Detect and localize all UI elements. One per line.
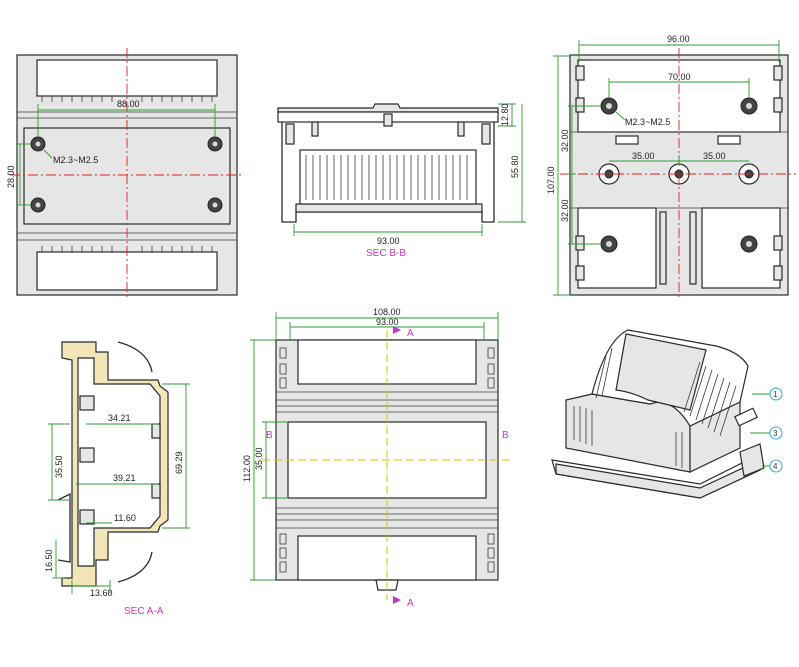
dim-35-front: 35.00 bbox=[254, 447, 264, 470]
isometric-view: 1 3 4 bbox=[551, 329, 783, 499]
callout-1-icon bbox=[769, 387, 783, 401]
dim-108: 108.00 bbox=[373, 307, 401, 317]
front-view: 108.00 93.00 112.00 35.00 A A B B bbox=[242, 307, 512, 609]
dim-55-80: 55.80 bbox=[510, 155, 520, 178]
marker-a-bottom: A bbox=[407, 598, 414, 609]
marker-b-left: B bbox=[266, 430, 273, 441]
dim-32-upper: 32.00 bbox=[560, 129, 570, 152]
dim-35-left: 35.00 bbox=[632, 151, 655, 161]
dim-107: 107.00 bbox=[546, 166, 556, 194]
dim-69-29: 69.29 bbox=[174, 451, 184, 474]
dim-32-lower: 32.00 bbox=[560, 199, 570, 222]
dim-39-21: 39.21 bbox=[113, 473, 136, 483]
section-bb-caption: SEC B-B bbox=[366, 248, 406, 259]
callout-3-icon bbox=[769, 426, 783, 440]
callout-4: 4 bbox=[773, 462, 778, 471]
dim-93-bb: 93.00 bbox=[377, 236, 400, 246]
dim-13-60: 13.60 bbox=[90, 588, 113, 598]
dim-35-50: 35.50 bbox=[54, 455, 64, 478]
dim-88: 88.00 bbox=[117, 99, 140, 109]
dim-16-50: 16.50 bbox=[44, 549, 54, 572]
dim-34-21: 34.21 bbox=[108, 413, 131, 423]
dim-112: 112.00 bbox=[242, 455, 252, 482]
marker-b-right: B bbox=[502, 430, 509, 441]
dim-12-80: 12.80 bbox=[500, 103, 510, 126]
top-left-view: 88.00 28.00 M2.3~M2.5 bbox=[6, 48, 244, 300]
callout-4-icon bbox=[769, 459, 783, 473]
section-aa-caption: SEC A-A bbox=[124, 606, 164, 617]
section-aa-view: 34.21 39.21 11.60 35.50 69.29 16.50 13.6… bbox=[44, 341, 190, 617]
callout-1: 1 bbox=[773, 390, 778, 399]
section-arrow-icon bbox=[393, 596, 401, 604]
dim-93-front: 93.00 bbox=[376, 317, 399, 327]
section-arrow-icon bbox=[393, 326, 401, 334]
dim-70: 70.00 bbox=[668, 72, 691, 82]
dim-96: 96.00 bbox=[667, 34, 690, 44]
section-bb-fins bbox=[299, 149, 477, 205]
section-bb-view: 93.00 12.80 55.80 SEC B-B bbox=[277, 103, 526, 259]
hole-note: M2.3~M2.5 bbox=[53, 155, 98, 165]
dim-35-right: 35.00 bbox=[703, 151, 726, 161]
top-right-view: 96.00 70.00 M2.3~M2.5 35.00 35.00 107.00… bbox=[546, 34, 796, 300]
callout-3: 3 bbox=[773, 429, 778, 438]
marker-a-top: A bbox=[407, 328, 414, 339]
section-bb-top bbox=[277, 103, 499, 113]
dim-11-60: 11.60 bbox=[114, 513, 136, 523]
dim-28: 28.00 bbox=[6, 165, 16, 188]
hole-note-right: M2.3~M2.5 bbox=[625, 117, 670, 127]
